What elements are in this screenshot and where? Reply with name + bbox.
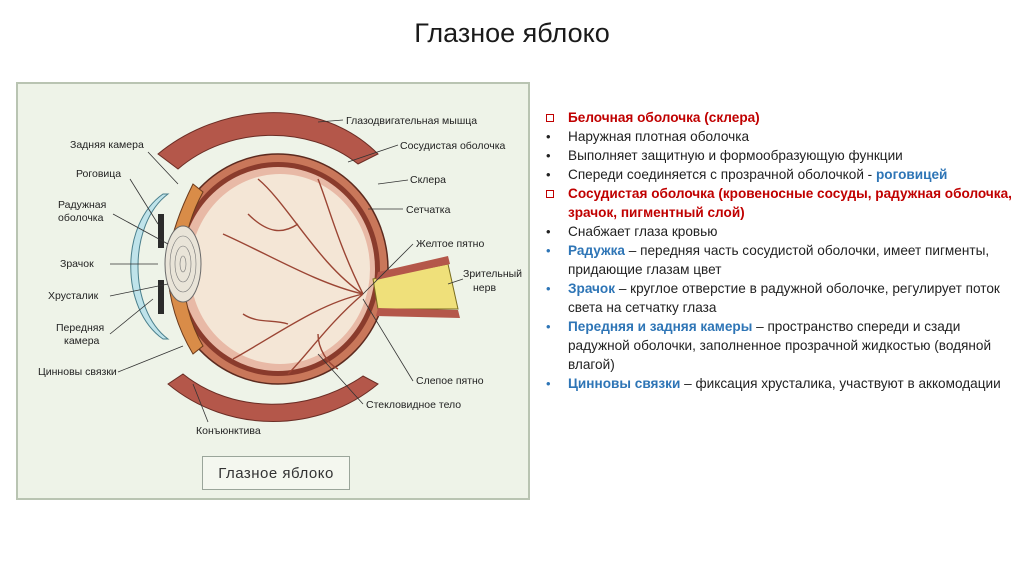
lens-rings [169, 235, 197, 293]
optic-nerve-sheath-low [376, 308, 460, 318]
label-optic-nerve-1: Зрительный [463, 268, 522, 280]
cornea [130, 193, 170, 340]
note-text: Спереди соединяется с прозрачной оболочк… [568, 167, 876, 182]
note-term: Цинновы связки [568, 376, 681, 391]
label-iris-2: оболочка [58, 212, 104, 224]
eye-muscle-top [157, 112, 379, 170]
square-bullet-icon [546, 108, 562, 127]
retinal-vessels [222, 178, 364, 375]
label-posterior-chamber: Задняя камера [70, 139, 144, 151]
square-bullet-icon [546, 184, 562, 203]
bullet-icon: • [546, 148, 551, 163]
label-optic-nerve-2: нерв [473, 282, 496, 294]
note-item: • Цинновы связки – фиксация хрусталика, у… [542, 374, 1016, 393]
lens [164, 225, 202, 303]
label-zonules: Цинновы связки [38, 366, 117, 378]
label-retina: Сетчатка [406, 204, 451, 216]
note-text: – круглое отверстие в радужной оболочке,… [568, 281, 1000, 315]
note-text: – фиксация хрусталика, участвуют в акком… [680, 376, 1001, 391]
iris-lower [158, 280, 164, 314]
label-anterior-chamber-1: Передняя [56, 322, 104, 334]
bullet-icon: • [546, 281, 551, 296]
label-conjunctiva: Конъюнктива [196, 425, 261, 437]
note-text: Наружная плотная оболочка [568, 129, 750, 144]
note-item: • Выполняет защитную и формообразующую фу… [542, 146, 1016, 165]
figure-caption: Глазное яблоко [202, 456, 350, 490]
note-item: Сосудистая оболочка (кровеносные сосуды,… [542, 184, 1016, 222]
note-text: Снабжает глаза кровью [568, 224, 718, 239]
label-iris-1: Радужная [58, 199, 106, 211]
label-blind-spot: Слепое пятно [416, 375, 484, 387]
eye-diagram: Глазодвигательная мышца Сосудистая оболо… [16, 82, 530, 500]
note-term: Белочная оболочка (склера) [568, 110, 760, 125]
note-term: Радужка [568, 243, 625, 258]
label-pupil: Зрачок [60, 258, 94, 270]
optic-nerve-sheath [376, 256, 450, 280]
label-choroid: Сосудистая оболочка [400, 140, 506, 152]
note-item: • Передняя и задняя камеры – пространство… [542, 317, 1016, 374]
label-anterior-chamber-2: камера [64, 335, 100, 347]
bullet-icon: • [546, 129, 551, 144]
note-term: Зрачок [568, 281, 616, 296]
note-term: Передняя и задняя камеры [568, 319, 753, 334]
bullet-icon: • [546, 167, 551, 182]
note-item: Белочная оболочка (склера) [542, 108, 1016, 127]
bullet-icon: • [546, 319, 551, 334]
eye-muscle-bottom [167, 373, 379, 422]
note-item: • Радужка – передняя часть сосудистой обо… [542, 241, 1016, 279]
label-cornea: Роговица [76, 168, 121, 180]
vitreous-body [190, 174, 370, 364]
bullet-icon: • [546, 243, 551, 258]
label-eye-muscle: Глазодвигательная мышца [346, 115, 477, 127]
label-sclera: Склера [410, 174, 446, 186]
note-item: • Зрачок – круглое отверстие в радужной о… [542, 279, 1016, 317]
note-item: • Наружная плотная оболочка [542, 127, 1016, 146]
bullet-icon: • [546, 224, 551, 239]
label-macula: Желтое пятно [416, 238, 484, 250]
bullet-icon: • [546, 376, 551, 391]
iris [158, 214, 164, 248]
notes-list: Белочная оболочка (склера) • Наружная плот… [542, 108, 1016, 393]
note-text: – передняя часть сосудистой оболочки, им… [568, 243, 990, 277]
slide-title: Глазное яблоко [414, 18, 610, 48]
label-vitreous: Стекловидное тело [366, 399, 461, 411]
label-lens: Хрусталик [48, 290, 99, 302]
note-term: Сосудистая оболочка (кровеносные сосуды,… [568, 186, 1012, 220]
note-item: • Снабжает глаза кровью [542, 222, 1016, 241]
note-text: – пространство спереди и сзади радужной … [568, 319, 992, 372]
eye-illustration: Глазодвигательная мышца Сосудистая оболо… [38, 112, 522, 437]
note-term: роговицей [876, 167, 948, 182]
note-text: Выполняет защитную и формообразующую фун… [568, 148, 903, 163]
note-item: • Спереди соединяется с прозрачной оболоч… [542, 165, 1016, 184]
